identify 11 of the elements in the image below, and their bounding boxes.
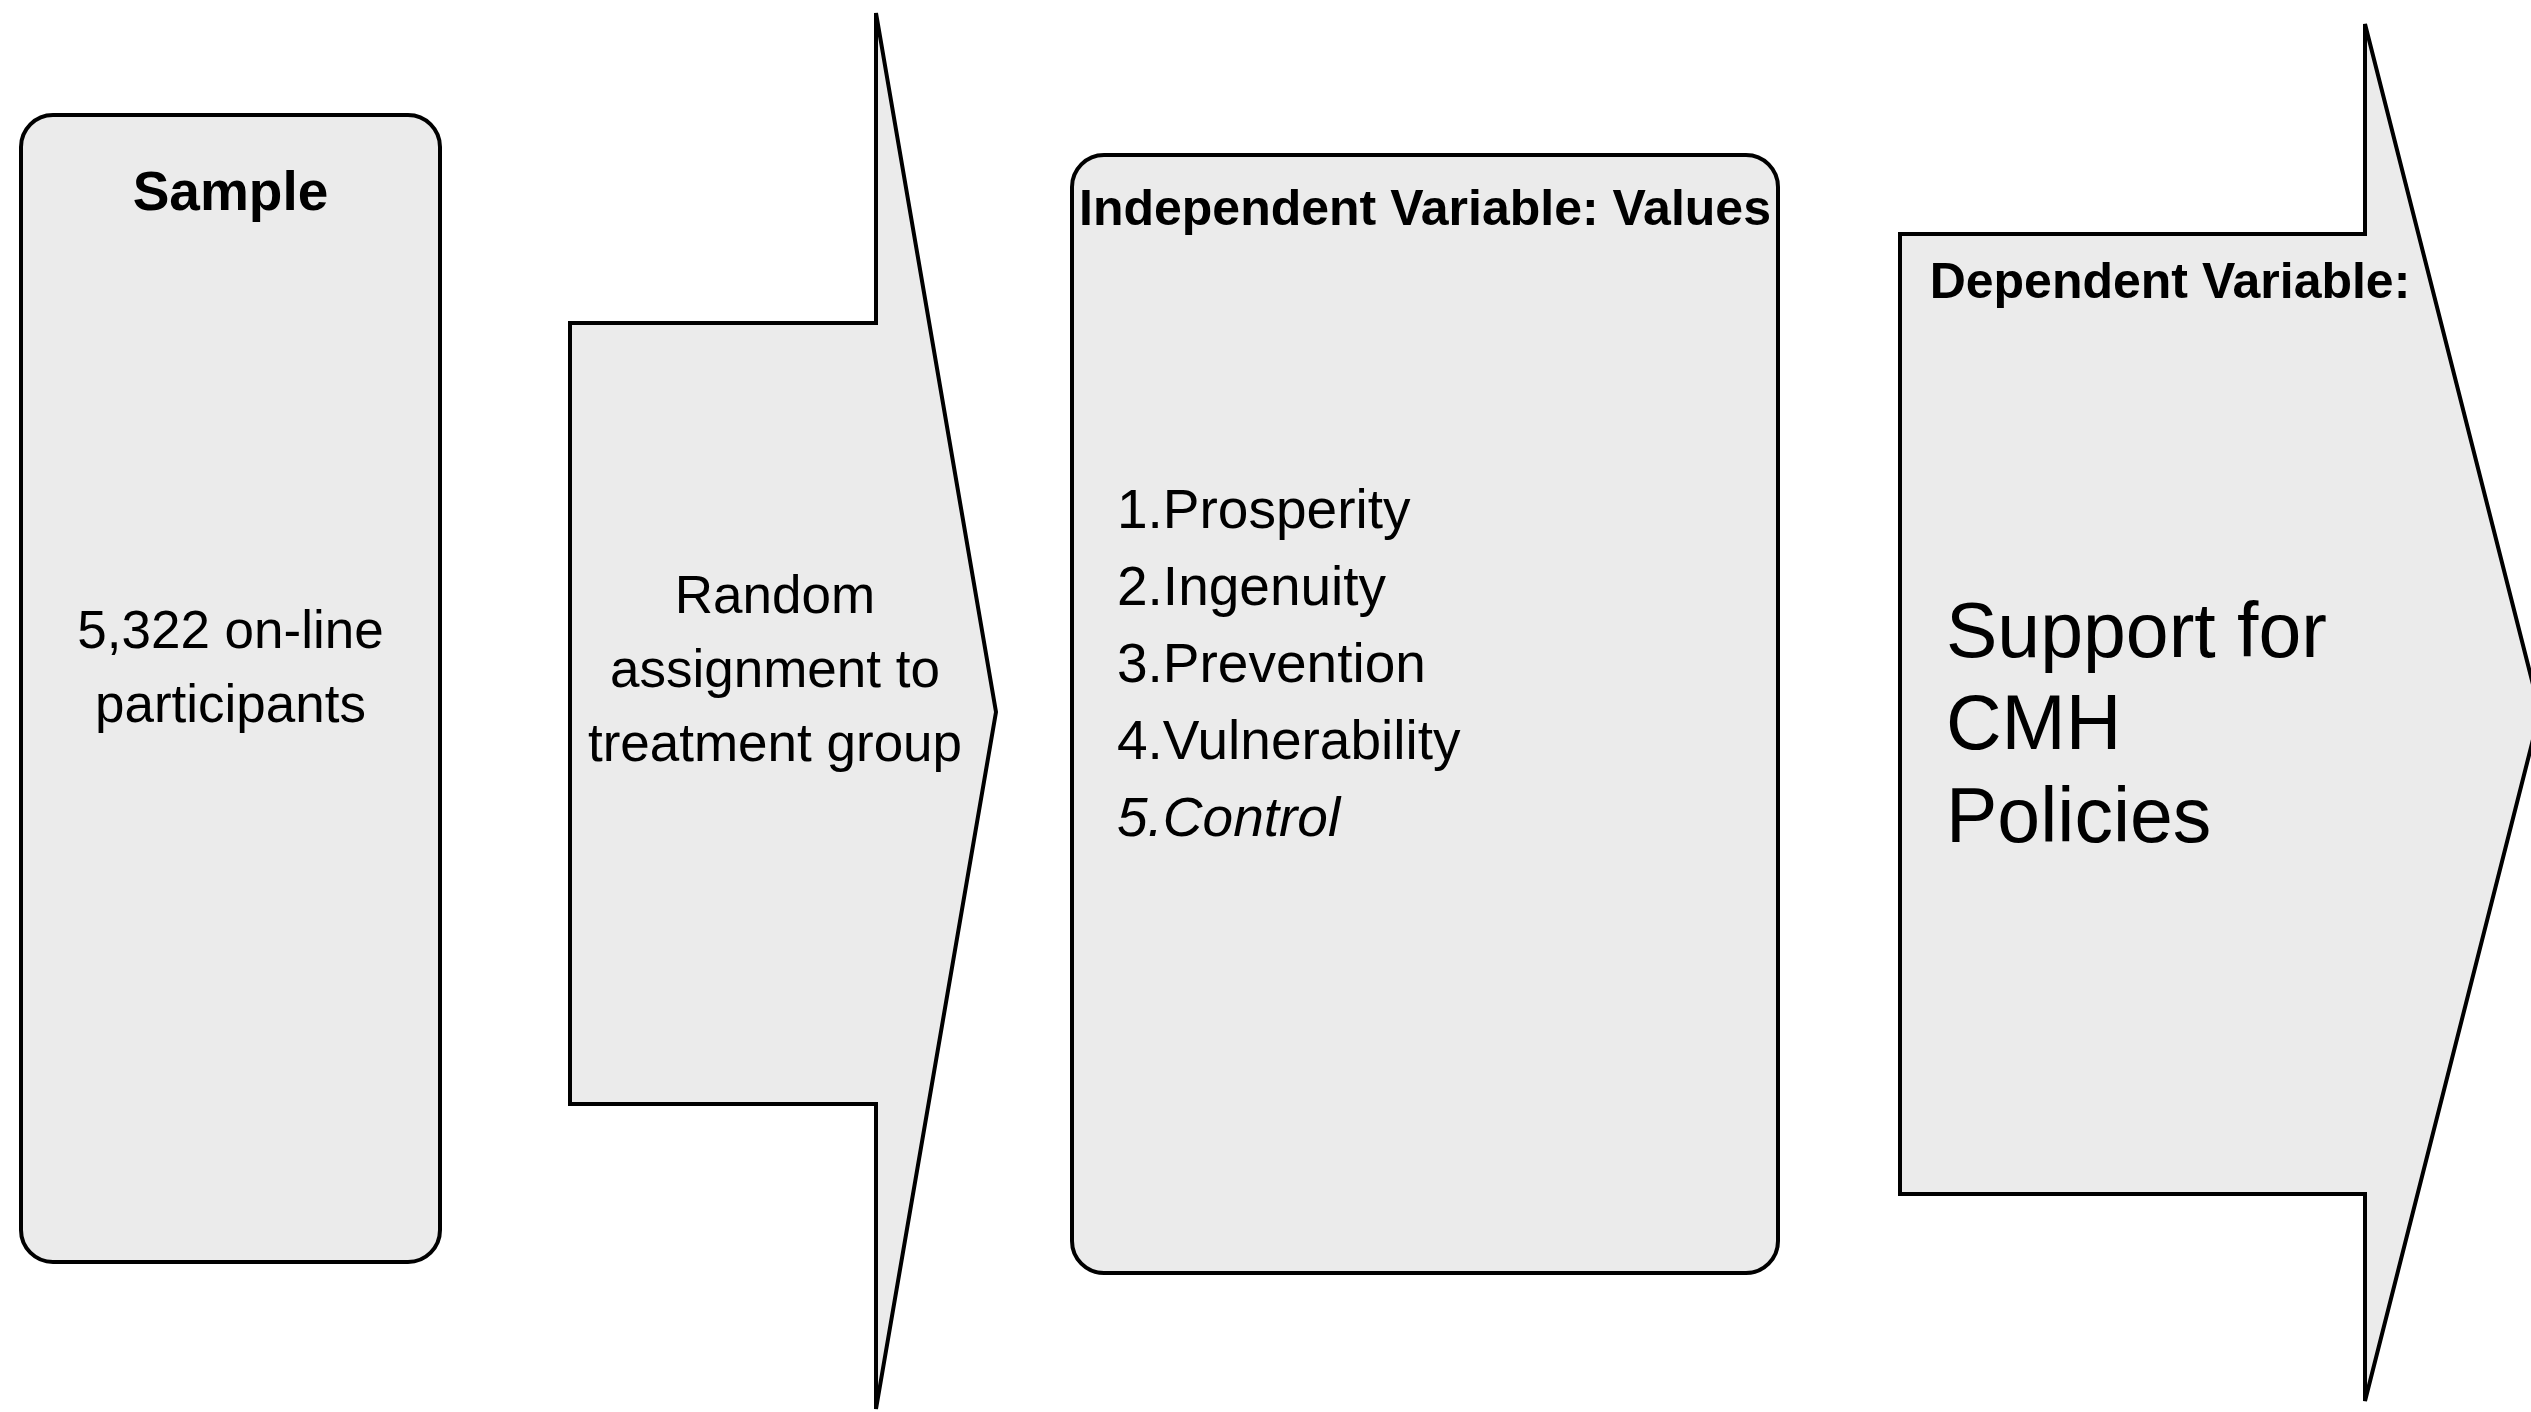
arrow-shape bbox=[570, 13, 996, 1409]
node-text: 1.Prosperity 2.Ingenuity 3.Prevention 4.Vulnerability 5.Control bbox=[1117, 477, 1461, 850]
rounded-box bbox=[1070, 153, 1780, 1275]
arrow-shape bbox=[1900, 24, 2531, 1401]
node-text: 5,322 on-line participants bbox=[76, 599, 385, 736]
node-text: Support for CMH Policies bbox=[1946, 586, 2328, 860]
node-text: Random assignment to treatment group bbox=[586, 564, 964, 775]
node-heading: Dependent Variable: bbox=[1928, 252, 2412, 311]
rounded-box bbox=[19, 113, 442, 1264]
node-heading: Independent Variable: Values bbox=[1078, 179, 1772, 238]
node-heading: Sample bbox=[131, 159, 330, 224]
